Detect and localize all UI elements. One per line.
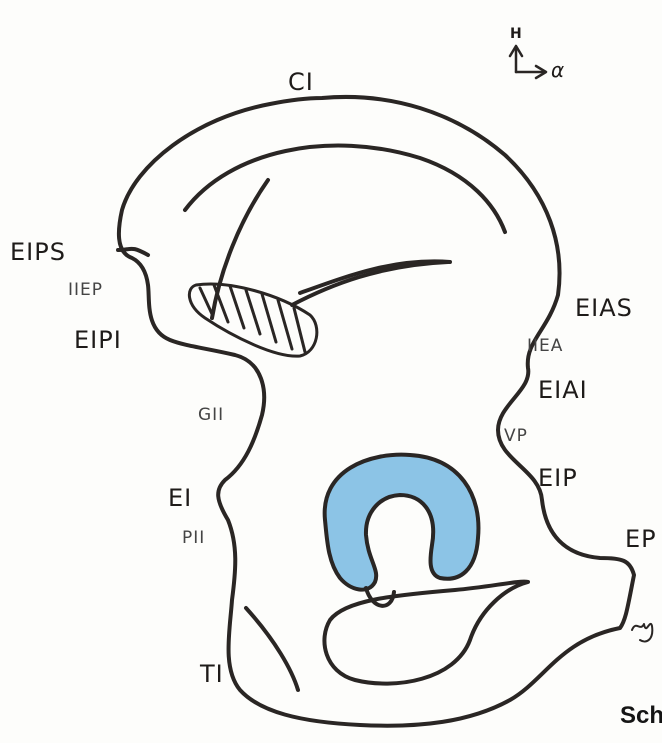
iliac-fossa-upper-curve (185, 146, 505, 232)
iliac-fossa-lower-curve (300, 261, 450, 293)
label-vp: VP (504, 428, 528, 445)
obturator-foramen (324, 582, 528, 684)
acetabulum-lunate-surface (325, 455, 479, 590)
signature-scribble (632, 624, 652, 642)
label-iiep: IIEP (68, 282, 103, 299)
ischial-ramus-line (246, 608, 298, 690)
caption-text: Sch (620, 704, 662, 728)
label-ti: TI (200, 662, 224, 686)
label-ci: CI (288, 70, 314, 94)
orientation-arrows (510, 46, 546, 78)
right-direction-label: α (551, 60, 564, 80)
iliac-fossa-inner-curve (212, 180, 268, 318)
label-ep: EP (625, 527, 657, 551)
label-gii: GII (198, 407, 224, 424)
up-direction-label: H (510, 27, 522, 41)
label-eip: EIP (538, 466, 578, 490)
label-eips: EIPS (10, 240, 66, 264)
label-eipi: EIPI (74, 328, 122, 352)
label-pii: PII (182, 530, 205, 547)
label-iiea: IIEA (527, 338, 563, 355)
label-ei: EI (168, 486, 192, 510)
label-eias: EIAS (575, 296, 633, 320)
label-eiai: EIAI (538, 378, 588, 402)
bone-outline (119, 97, 634, 726)
